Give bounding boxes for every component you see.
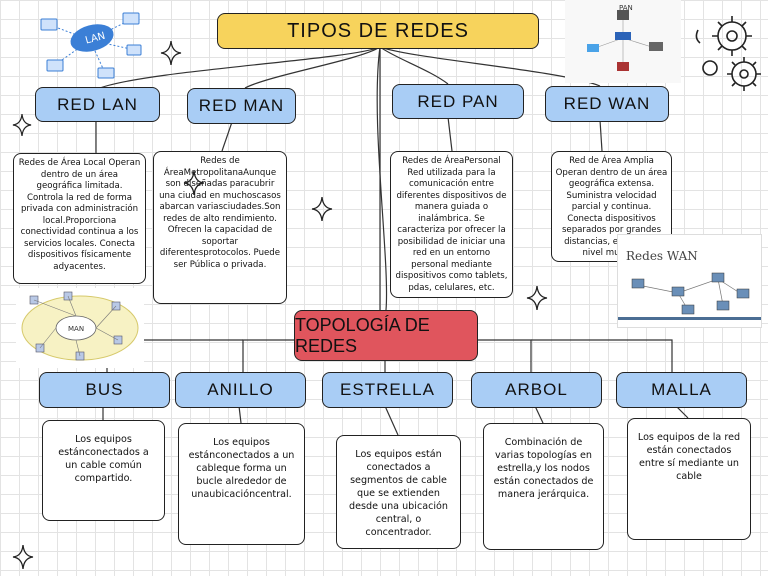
header-estrella: ESTRELLA bbox=[322, 372, 453, 408]
header-red-man: RED MAN bbox=[187, 88, 296, 124]
header-red-lan: RED LAN bbox=[35, 87, 160, 122]
header-bus: BUS bbox=[39, 372, 170, 408]
desc-malla: Los equipos de la red están conectados e… bbox=[627, 418, 751, 540]
man-image-label: MAN bbox=[68, 325, 84, 333]
man-network-illustration: MAN bbox=[16, 288, 144, 368]
desc-red-pan: Redes de ÁreaPersonal Red utilizada para… bbox=[390, 151, 513, 298]
desc-red-lan: Redes de Área Local Operan dentro de un … bbox=[13, 153, 146, 284]
sparkle-icon bbox=[311, 196, 333, 222]
header-arbol: ARBOL bbox=[471, 372, 602, 408]
header-red-wan: RED WAN bbox=[545, 86, 669, 122]
sparkle-icon bbox=[183, 170, 205, 196]
topology-title: TOPOLOGÍA DE REDES bbox=[294, 310, 478, 361]
wan-image-title: Redes WAN bbox=[626, 249, 698, 263]
desc-bus: Los equipos estánconectados a un cable c… bbox=[42, 420, 165, 521]
header-red-pan: RED PAN bbox=[392, 84, 524, 119]
desc-anillo: Los equipos estánconectados a un cablequ… bbox=[178, 423, 305, 545]
pan-network-illustration: PAN bbox=[565, 0, 681, 83]
sparkle-icon bbox=[12, 114, 32, 136]
header-anillo: ANILLO bbox=[175, 372, 306, 408]
gears-icon bbox=[695, 16, 761, 91]
desc-arbol: Combinación de varias topologías en estr… bbox=[483, 423, 604, 550]
sparkle-icon bbox=[12, 544, 34, 570]
main-title: TIPOS DE REDES bbox=[217, 13, 539, 49]
lan-network-illustration: LAN bbox=[40, 12, 142, 79]
sparkle-icon bbox=[160, 40, 182, 66]
header-malla: MALLA bbox=[616, 372, 747, 408]
wan-network-illustration: Redes WAN bbox=[617, 234, 762, 328]
desc-red-man: Redes de ÁreaMetropolitanaAunque son dis… bbox=[153, 151, 287, 304]
desc-estrella: Los equipos están conectados a segmentos… bbox=[336, 435, 461, 549]
lan-image-label: LAN bbox=[84, 31, 106, 47]
sparkle-icon bbox=[526, 285, 548, 311]
pan-image-label: PAN bbox=[619, 4, 633, 12]
